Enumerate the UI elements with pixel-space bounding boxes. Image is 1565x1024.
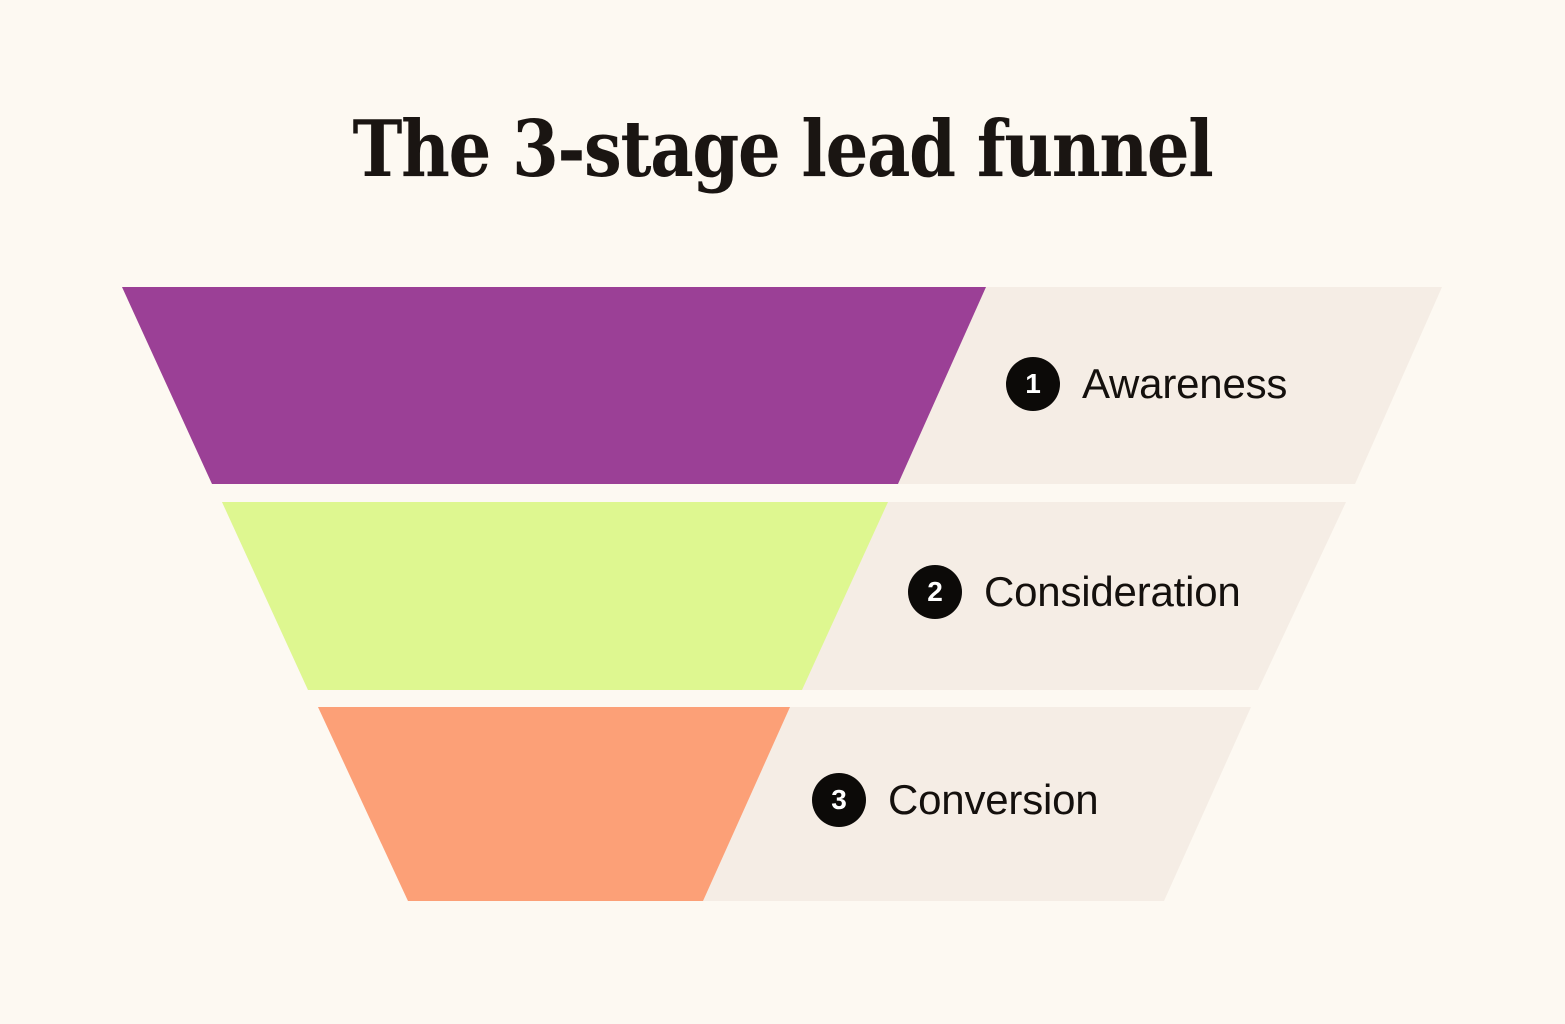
funnel-stage-awareness: 1 Awareness	[1006, 357, 1287, 411]
stage-number-badge-1: 1	[1006, 357, 1060, 411]
stage-label-text-1: Awareness	[1082, 360, 1288, 407]
stage-label-text-3: Conversion	[888, 776, 1099, 823]
stage-number-badge-3: 3	[812, 773, 866, 827]
funnel-stage-conversion: 3 Conversion	[812, 773, 1099, 827]
funnel-stage-consideration: 2 Consideration	[908, 565, 1241, 619]
stage-number-badge-2: 2	[908, 565, 962, 619]
funnel-band-fill-conversion	[318, 707, 790, 901]
page-title: The 3-stage lead funnel	[352, 104, 1214, 195]
stage-label-text-2: Consideration	[984, 568, 1241, 615]
funnel-band-fill-consideration	[222, 502, 888, 690]
funnel-band-fill-awareness	[122, 287, 986, 484]
